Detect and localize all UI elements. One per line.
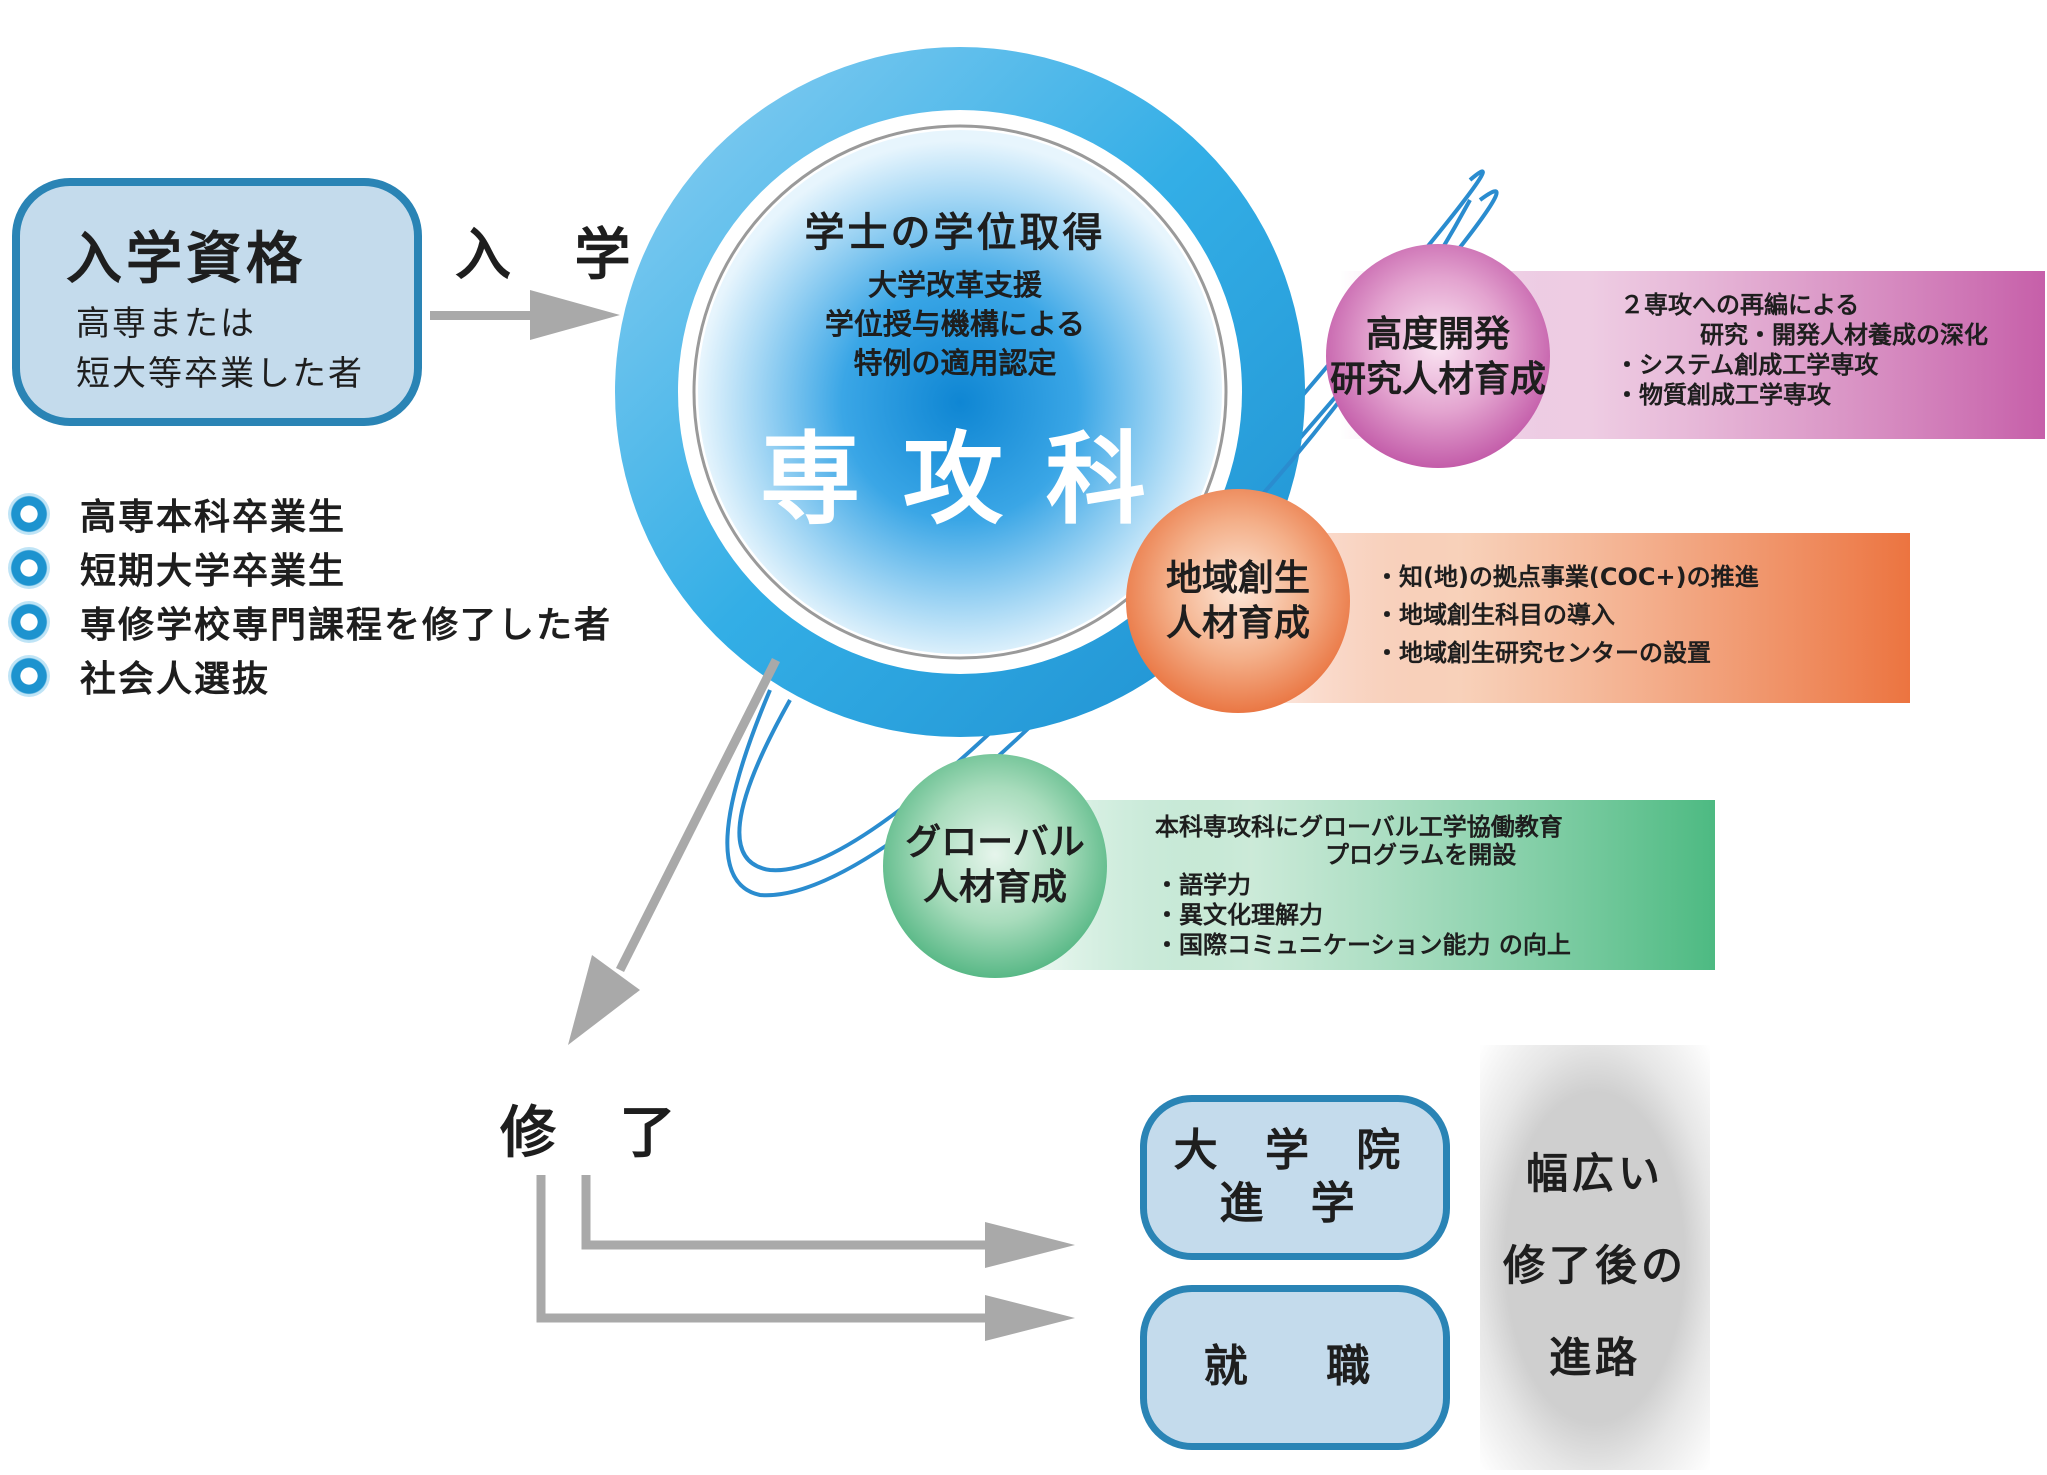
node-global-circle [883, 754, 1107, 978]
bullet-icon [8, 493, 50, 535]
center-sub3: 特例の適用認定 [853, 346, 1057, 380]
node-research-name1: 高度開発 [1365, 314, 1510, 355]
node-regional: 地域創生 人材育成 [1118, 556, 1358, 646]
employment-box: 就 職 [1140, 1285, 1450, 1450]
qualification-text: 社会人選抜 [80, 659, 271, 700]
node-regional-name1: 地域創生 [1165, 558, 1310, 599]
node-global-name1: グローバル [905, 822, 1085, 863]
entry-title: 入学資格 [66, 227, 306, 292]
bullet-icon [8, 547, 50, 589]
admission-label: 入 学 [455, 223, 653, 288]
grad-school-line2: 進 学 [1219, 1177, 1371, 1229]
node-global: グローバル 人材育成 [875, 820, 1115, 910]
center-sub1: 大学改革支援 [867, 268, 1042, 302]
grad-school-box: 大 学 院 進 学 [1140, 1095, 1450, 1260]
bullet-icon [8, 655, 50, 697]
node-global-name2: 人材育成 [922, 867, 1067, 908]
core-circle [698, 130, 1222, 654]
center-sub2: 学位授与機構による [824, 307, 1086, 341]
advanced-course-title: 専 攻 科 [760, 421, 1150, 538]
paths-line3: 進路 [1548, 1333, 1641, 1382]
entry-line2: 短大等卒業した者 [76, 354, 364, 394]
qualification-text: 高専本科卒業生 [80, 497, 347, 538]
band-research-line4: ・物質創成工学専攻 [1615, 381, 1831, 409]
completion-label: 修 了 [500, 1101, 698, 1166]
qualification-text: 短期大学卒業生 [80, 551, 347, 592]
employment-label: 就 職 [1203, 1341, 1387, 1393]
node-research-name2: 研究人材育成 [1329, 359, 1546, 400]
band-research-line3: ・システム創成工学専攻 [1615, 351, 1879, 379]
node-research: 高度開発 研究人材育成 [1318, 312, 1558, 402]
grad-arrowhead [985, 1222, 1075, 1268]
career-paths-box [1480, 1045, 1710, 1470]
band-regional-line2: ・地域創生科目の導入 [1375, 601, 1615, 629]
entry-qualification-box [12, 178, 422, 426]
band-global-line4: ・異文化理解力 [1155, 901, 1323, 929]
node-research-circle [1326, 244, 1550, 468]
band-global-line2: プログラムを開設 [1325, 841, 1517, 869]
job-arrowhead [985, 1295, 1075, 1341]
list-item: 短期大学卒業生 [8, 542, 346, 594]
band-research-line1: ２専攻への再編による [1620, 291, 1860, 319]
degree-title: 学士の学位取得 [804, 210, 1106, 256]
band-global-line1: 本科専攻科にグローバル工学協働教育 [1155, 813, 1563, 841]
entry-line1: 高専または [76, 304, 256, 344]
bullet-icon [8, 601, 50, 643]
node-regional-name2: 人材育成 [1165, 603, 1310, 644]
band-global-line3: ・語学力 [1155, 871, 1251, 899]
paths-line2: 修了後の [1502, 1241, 1687, 1290]
band-global [1000, 800, 1715, 970]
admission-arrow [430, 290, 620, 340]
band-regional-line1: ・知(地)の拠点事業(COC+)の推進 [1375, 563, 1759, 591]
ring-inner-line [692, 124, 1228, 660]
paths-line1: 幅広い [1525, 1149, 1664, 1198]
band-global-line5: ・国際コミュニケーション能力 の向上 [1155, 931, 1571, 959]
completion-arrow [568, 657, 781, 1045]
job-path-arrow [536, 1175, 990, 1323]
grad-path-arrow [581, 1175, 990, 1250]
band-research-line2: 研究・開発人材養成の深化 [1700, 321, 1988, 349]
list-item: 社会人選抜 [8, 650, 270, 702]
qualification-text: 専修学校専門課程を修了した者 [80, 605, 613, 646]
node-regional-circle [1126, 489, 1350, 713]
list-item: 専修学校専門課程を修了した者 [8, 596, 612, 648]
grad-school-line1: 大 学 院 [1173, 1124, 1417, 1176]
band-regional-line3: ・地域創生研究センターの設置 [1375, 639, 1711, 667]
list-item: 高専本科卒業生 [8, 488, 346, 540]
